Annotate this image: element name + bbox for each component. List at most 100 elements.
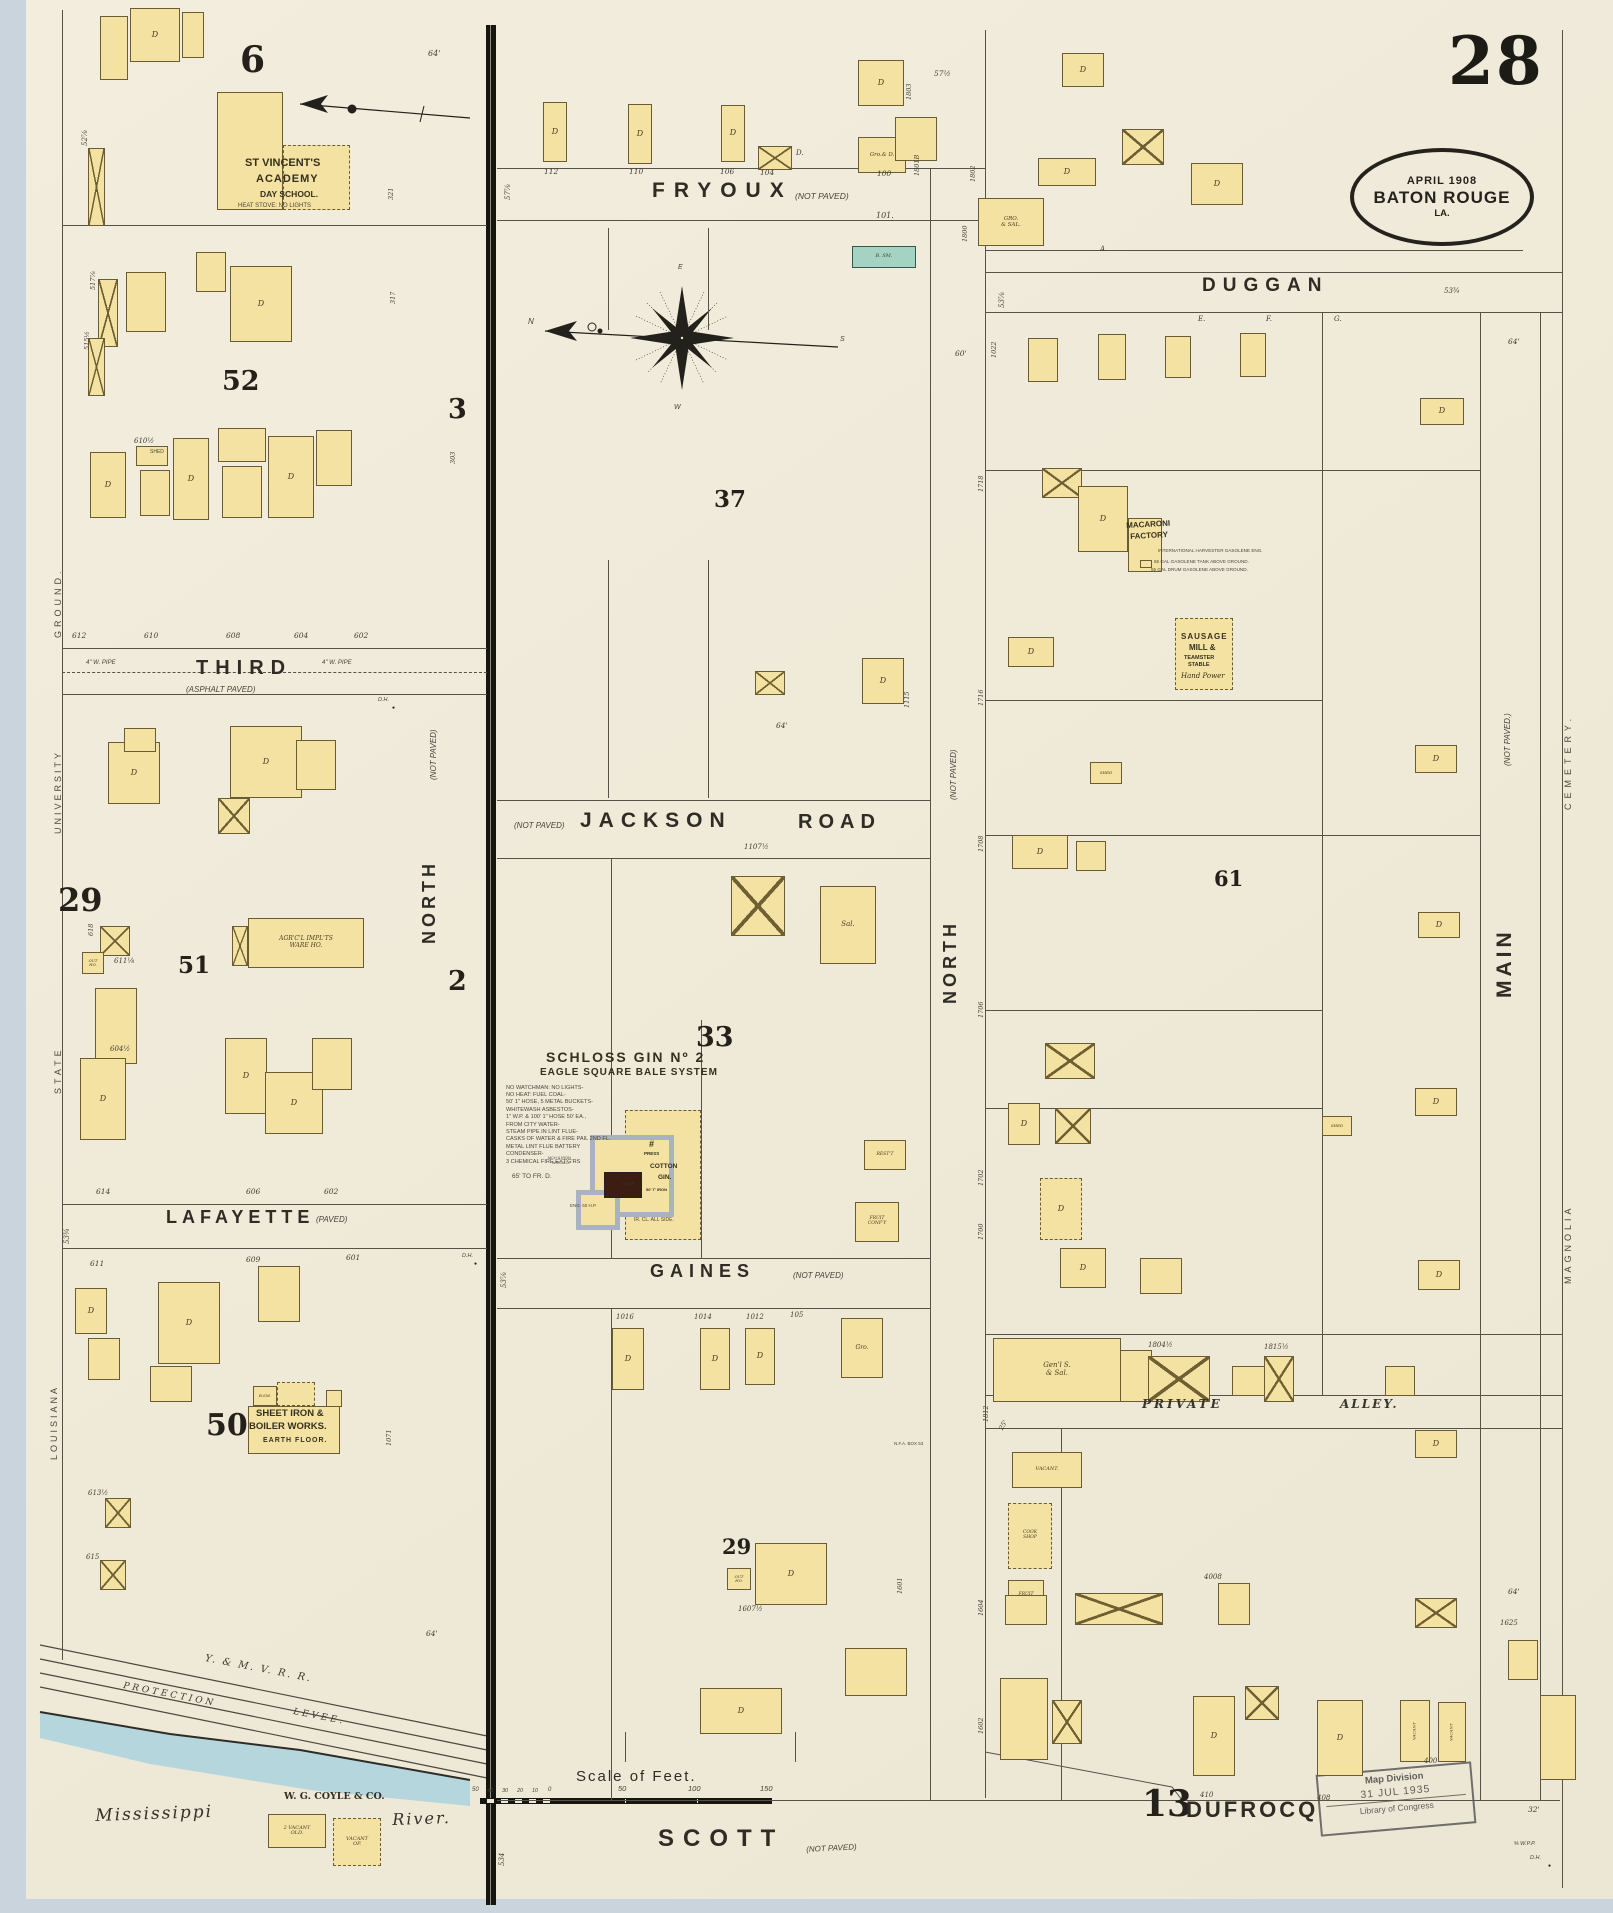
- building: [1140, 1258, 1182, 1294]
- block-boundary-line: [930, 168, 931, 1800]
- note-label: NO HEAT: FUEL COAL-: [506, 1092, 566, 1098]
- address-label: 57⅞: [504, 184, 512, 200]
- building: [100, 926, 130, 956]
- block-boundary-line: [985, 250, 1523, 251]
- block-number: 33: [696, 1022, 734, 1053]
- building-label: D: [287, 471, 295, 481]
- building: [604, 1172, 642, 1198]
- address-label: 1107½: [744, 843, 769, 851]
- address-label: 1700: [977, 1223, 985, 1240]
- building-label: D: [1210, 1730, 1218, 1740]
- block-boundary-line: [62, 10, 63, 1660]
- building: OUT HO.: [727, 1568, 751, 1590]
- building-label: D: [1432, 1096, 1440, 1106]
- building: [1055, 1108, 1091, 1144]
- note-label: 65 GAL GASOLENE TANK ABOVE GROUND.: [1154, 559, 1249, 564]
- building: [277, 1382, 315, 1406]
- building: [1005, 1595, 1047, 1625]
- building: D: [1078, 486, 1128, 552]
- block-number: 3: [448, 394, 467, 425]
- building-label: D: [290, 1097, 298, 1107]
- edge-label: STATE: [53, 1046, 63, 1094]
- address-label: 4008: [1204, 1573, 1222, 1581]
- note-label: FROM CITY WATER-: [506, 1122, 560, 1128]
- street-label: FRYOUX: [652, 179, 793, 202]
- block-boundary-line: [985, 1010, 1322, 1011]
- street-qualifier-label: (PAVED): [316, 1215, 348, 1224]
- street-qualifier-label: 50: [618, 1784, 627, 1793]
- building: [1098, 334, 1126, 380]
- address-label: 1812: [982, 1405, 990, 1422]
- alley-label: PRIVATE: [1142, 1397, 1223, 1411]
- building-label: FRUIT CONF'Y: [867, 1216, 887, 1226]
- street-qualifier-label: 4" W. PIPE: [86, 660, 116, 666]
- building-label: D: [756, 1351, 764, 1361]
- building-name-label: DAY SCHOOL.: [260, 189, 319, 199]
- building: [98, 279, 118, 347]
- building-label: D: [1435, 1269, 1443, 1279]
- block-number: 2: [448, 966, 467, 997]
- building-name-label: SCHLOSS GIN Nº 2: [546, 1049, 706, 1065]
- building-name-label: SAUSAGE: [1181, 632, 1228, 641]
- note-label: WKS ADJ.: [552, 1161, 570, 1165]
- building-label: D: [1432, 1438, 1440, 1448]
- street-qualifier-label: 20: [517, 1788, 524, 1794]
- building-label: D: [99, 1093, 107, 1103]
- address-label: 1016: [616, 1313, 634, 1321]
- building: [217, 92, 283, 210]
- building-label: D: [130, 767, 138, 777]
- building: [140, 470, 170, 516]
- note-label: NO WATCHMAN: NO LIGHTS-: [506, 1085, 584, 1091]
- building: GRO. & SAL.: [978, 198, 1044, 246]
- address-label: 1607½: [738, 1605, 763, 1613]
- street-qualifier-label: 0: [548, 1787, 552, 1793]
- building: [1385, 1366, 1415, 1396]
- block-boundary-line: [985, 1334, 1562, 1335]
- address-label: 104: [760, 168, 775, 177]
- address-label: 1625: [1500, 1619, 1518, 1627]
- building-label: SHED: [1099, 769, 1113, 775]
- address-label: 610: [144, 631, 159, 640]
- building-label: D: [877, 77, 885, 87]
- building: [196, 252, 226, 292]
- building: D: [1418, 912, 1460, 938]
- address-label: 32': [1528, 1805, 1540, 1814]
- building: [182, 12, 204, 58]
- street-qualifier-label: D.H.: [462, 1253, 473, 1259]
- edge-label: UNIVERSITY: [53, 749, 63, 834]
- company-label: W. G. COYLE & CO.: [284, 1791, 385, 1802]
- building-name-label: 50' T' IRON: [646, 1187, 668, 1192]
- note-label: METAL LINT FLUE BATTERY: [506, 1144, 581, 1150]
- building: REST'T: [864, 1140, 906, 1170]
- block-boundary-line: [985, 312, 1562, 313]
- address-label: 1815½: [1264, 1343, 1289, 1351]
- building-name-label: SHEET IRON &: [256, 1408, 324, 1419]
- building-name-label: GIN.: [658, 1174, 672, 1181]
- building: B. SM.: [852, 246, 916, 268]
- street-qualifier-label: (NOT PAVED.): [1503, 713, 1512, 766]
- building-label: GRO. & SAL.: [1001, 215, 1021, 228]
- building: Sal.: [820, 886, 876, 964]
- street-label: JACKSON: [580, 809, 732, 832]
- street-qualifier-label: 30: [502, 1788, 509, 1794]
- building: [731, 876, 785, 936]
- building: D: [1012, 835, 1068, 869]
- address-label: 1706: [977, 1001, 985, 1018]
- stamp-city: BATON ROUGE: [1373, 188, 1511, 207]
- building: [218, 428, 266, 462]
- address-label: 408: [1317, 1794, 1331, 1802]
- address-label: 64': [428, 49, 441, 58]
- street-qualifier-label: (NOT PAVED): [793, 1271, 844, 1280]
- building: [1028, 338, 1058, 382]
- building-label: D: [624, 1353, 632, 1363]
- address-label: 604½: [110, 1045, 131, 1053]
- note-label: 55 GAL DRUM GASOLENE ABOVE GROUND.: [1151, 567, 1248, 572]
- address-label: 1604: [977, 1599, 985, 1616]
- building: [1245, 1686, 1279, 1720]
- building: [105, 1498, 131, 1528]
- building-label: D: [1063, 166, 1071, 176]
- building: [136, 446, 168, 466]
- building-label: D: [1079, 1262, 1087, 1272]
- note-label: 3 CHEMICAL FIRE EXT'G'RS: [506, 1159, 581, 1165]
